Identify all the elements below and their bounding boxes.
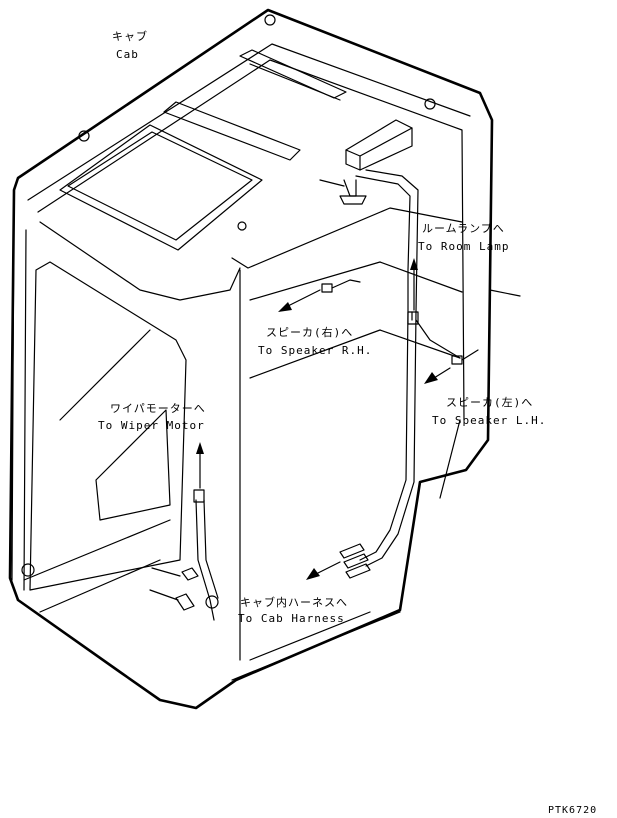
drawing-code: PTK6720 (548, 805, 598, 816)
roof-window (59, 49, 347, 251)
arrow-speaker-lh (424, 367, 451, 384)
speaker-rh-label-en: To Speaker R.H. (258, 344, 373, 357)
cab-body (8, 8, 494, 710)
room-lamp-label-jp: ルームランプへ (422, 222, 505, 235)
cab-harness-label-en: To Cab Harness (238, 612, 345, 625)
speaker-lh-label-jp: スピーカ(左)へ (446, 396, 534, 409)
speaker-rh-connector (321, 279, 361, 293)
arrow-speaker-rh (278, 289, 321, 312)
wiper-motor-label-jp: ワイパモーターへ (110, 402, 206, 415)
arrow-room-lamp (410, 258, 418, 311)
room-lamp-label-en: To Room Lamp (418, 240, 510, 253)
speaker-lh-label-en: To Speaker L.H. (432, 414, 547, 427)
arrow-wiper-motor (196, 442, 204, 489)
cab-harness-connectors (339, 543, 371, 579)
room-lamp-unit (339, 119, 413, 205)
mount-holes (21, 14, 436, 577)
arrow-cab-harness (306, 561, 341, 580)
cab-label-en: Cab (116, 48, 139, 61)
leader-lines (149, 179, 521, 601)
wiper-motor-label-en: To Wiper Motor (98, 419, 205, 432)
speaker-rh-label-jp: スピーカ(右)へ (266, 326, 354, 339)
cab-label-jp: キャブ (112, 30, 148, 43)
cab-harness-label-jp: キャブ内ハーネスへ (240, 596, 348, 609)
left-harness (175, 489, 219, 621)
right-harness (355, 169, 479, 567)
windshield (29, 261, 187, 591)
